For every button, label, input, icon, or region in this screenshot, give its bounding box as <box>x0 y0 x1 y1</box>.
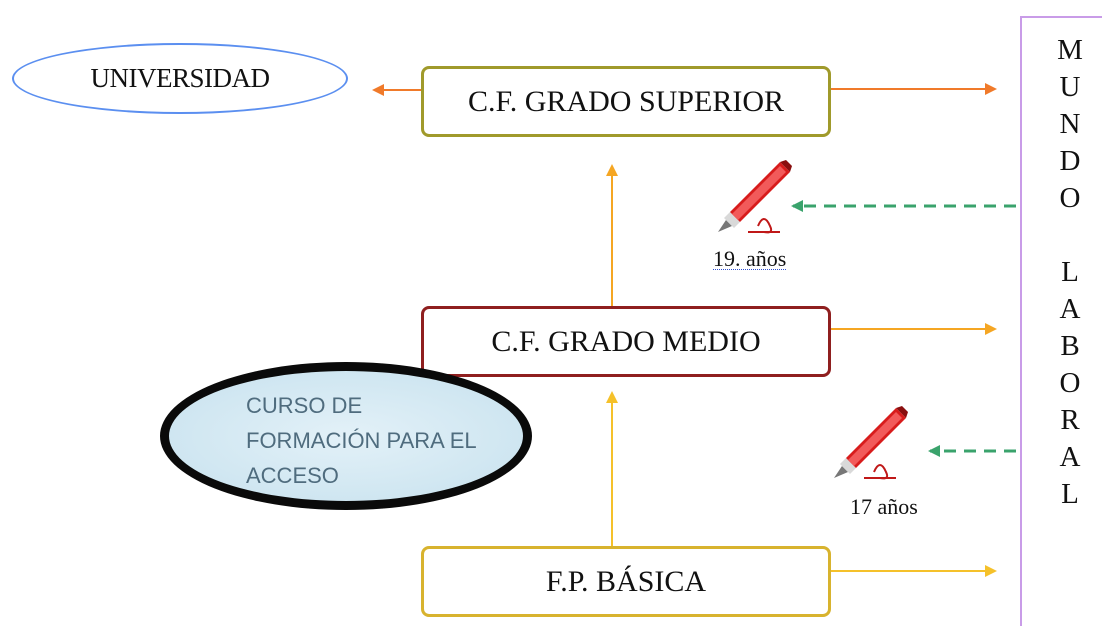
mundo-letter: R <box>1060 404 1080 436</box>
age-label-lower: 17 años <box>850 494 918 519</box>
mundo-letter: O <box>1059 182 1081 214</box>
mundo-letter: B <box>1060 330 1080 362</box>
mundo-laboral-panel <box>1020 16 1102 626</box>
red-pen-icon <box>834 406 908 480</box>
grado-medio-node: C.F. GRADO MEDIO <box>421 306 831 377</box>
mundo-letter: L <box>1061 478 1079 510</box>
mundo-letter: O <box>1059 367 1081 399</box>
curso-acceso-line: ACCESO <box>246 463 339 488</box>
grado-superior-node: C.F. GRADO SUPERIOR <box>421 66 831 137</box>
curso-acceso-node <box>160 362 532 510</box>
curso-acceso-line: FORMACIÓN PARA EL <box>246 428 477 453</box>
mundo-letter <box>1046 217 1094 254</box>
mundo-letter: A <box>1059 441 1081 473</box>
mundo-letter: N <box>1059 108 1081 140</box>
mundo-letter: L <box>1061 256 1079 288</box>
universidad-node: UNIVERSIDAD <box>12 43 348 114</box>
mundo-laboral-label: M U N D O L A B O R A L <box>1046 32 1094 513</box>
mundo-letter: A <box>1059 293 1081 325</box>
curso-acceso-label: CURSO DE FORMACIÓN PARA EL ACCESO <box>246 388 536 493</box>
age-label-upper: 19. años <box>713 246 787 271</box>
fp-basica-node: F.P. BÁSICA <box>421 546 831 617</box>
curso-acceso-line: CURSO DE <box>246 393 363 418</box>
mundo-letter: M <box>1057 34 1083 66</box>
mundo-letter: D <box>1059 145 1081 177</box>
fp-basica-label: F.P. BÁSICA <box>545 564 707 598</box>
grado-medio-label: C.F. GRADO MEDIO <box>491 324 761 358</box>
grado-superior-label: C.F. GRADO SUPERIOR <box>468 84 784 118</box>
red-pen-icon <box>718 160 792 234</box>
mundo-letter: U <box>1059 71 1081 103</box>
connector-layer <box>372 83 1016 577</box>
universidad-label: UNIVERSIDAD <box>90 63 271 93</box>
